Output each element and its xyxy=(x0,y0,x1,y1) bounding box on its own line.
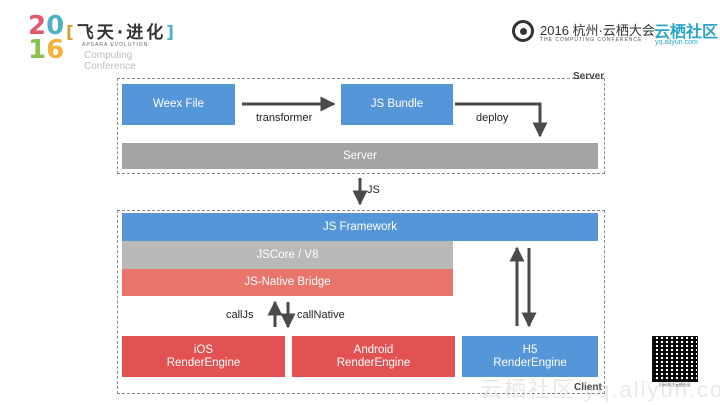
community-url: yq.aliyun.com xyxy=(655,39,698,46)
event-year: 20 16 xyxy=(28,11,65,65)
event-brand: [飞天·进化] xyxy=(66,23,178,43)
js-bundle-box: JS Bundle xyxy=(341,84,453,125)
event-brand-sub: APSARA EVOLUTION xyxy=(82,42,149,48)
deploy-label: deploy xyxy=(476,112,509,124)
ios-engine-box: iOS RenderEngine xyxy=(122,336,285,377)
weex-file-box: Weex File xyxy=(122,84,235,125)
server-region xyxy=(117,78,605,174)
js-framework-box: JS Framework xyxy=(122,213,598,241)
conference-title: 2016 杭州·云栖大会 xyxy=(540,23,655,38)
community-title: 云栖社区 xyxy=(654,24,719,41)
conference-logo: 2016 杭州·云栖大会 THE COMPUTING CONFERENCE 云栖… xyxy=(512,18,718,48)
computing-text: Computing Conference xyxy=(84,50,136,72)
server-bar: Server xyxy=(122,143,598,169)
h5-engine-box: H5 RenderEngine xyxy=(462,336,598,377)
qr-caption: 扫码关注云栖社区 xyxy=(659,382,691,387)
native-bridge-box: JS-Native Bridge xyxy=(122,269,453,296)
event-logo: 20 16 [飞天·进化] APSARA EVOLUTION Computing… xyxy=(28,11,188,74)
qr-code-icon xyxy=(652,336,698,382)
conference-mark-icon xyxy=(512,20,534,42)
conference-subtitle: THE COMPUTING CONFERENCE xyxy=(540,37,643,43)
android-engine-box: Android RenderEngine xyxy=(292,336,455,377)
client-region-label: Client xyxy=(574,382,602,393)
transformer-label: transformer xyxy=(256,112,313,124)
calljs-label: callJs xyxy=(226,309,254,321)
server-region-label: Server xyxy=(573,71,605,82)
client-region xyxy=(117,210,605,394)
js-transfer-label: JS xyxy=(367,184,380,196)
jscore-box: JSCore / V8 xyxy=(122,241,453,269)
callnative-label: callNative xyxy=(297,309,345,321)
